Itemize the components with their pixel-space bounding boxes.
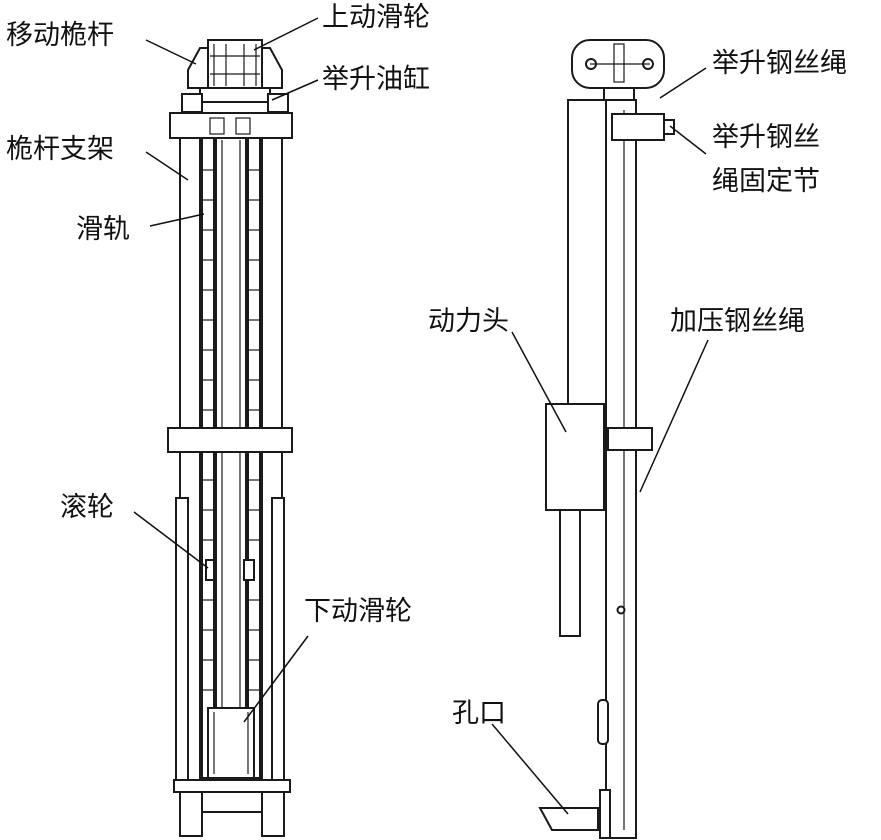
label-upper-pulley: 上动滑轮: [322, 2, 430, 33]
labels: 移动桅杆 上动滑轮 举升油缸 桅杆支架 滑轨 滚轮 下动滑轮 举升钢丝绳 举升钢…: [6, 2, 847, 729]
leader-lines: [133, 17, 709, 815]
lower-roller: [597, 699, 609, 745]
label-roller: 滚轮: [60, 492, 114, 523]
label-lower-pulley: 下动滑轮: [304, 596, 412, 627]
right-mast-upper: [567, 99, 609, 407]
inner-mast: [215, 137, 247, 779]
rope-fix-block: [611, 113, 665, 141]
label-lift-rope-fix-line2: 绳固定节: [712, 166, 820, 197]
slide-rail-left: [201, 137, 215, 779]
upper-pulley: [207, 39, 263, 91]
hole-mouth-plate: [538, 807, 599, 831]
pulley-base: [199, 87, 271, 103]
right-mast-main: [605, 99, 637, 839]
label-slide-rail: 滑轨: [76, 214, 130, 245]
drill-rod: [559, 509, 581, 637]
base-leg-right: [261, 791, 285, 837]
roller-left: [205, 559, 215, 581]
label-lift-rope-fix-line1: 举升钢丝: [712, 122, 820, 153]
roller-right: [243, 559, 255, 581]
rail-ticks: [202, 169, 260, 691]
base-leg-left: [179, 791, 203, 837]
left-mast-view: [167, 39, 293, 837]
label-lift-cylinder: 举升油缸: [322, 64, 430, 95]
base-bar: [173, 779, 291, 793]
right-mast-view: [538, 39, 675, 839]
label-press-wire-rope: 加压钢丝绳: [670, 306, 805, 337]
slide-rail-right: [247, 137, 261, 779]
bracket-top-bar: [169, 112, 293, 139]
label-lift-wire-rope: 举升钢丝绳: [712, 48, 847, 79]
bracket-mid-bar: [167, 427, 293, 453]
lift-cylinder-left: [181, 93, 203, 113]
power-head: [545, 403, 605, 511]
side-plate-right: [271, 497, 285, 781]
side-plate-left: [175, 497, 189, 781]
label-power-head: 动力头: [428, 306, 509, 337]
label-mast-bracket: 桅杆支架: [6, 134, 114, 165]
mast-clamp: [607, 427, 653, 451]
label-mast-mobile: 移动桅杆: [6, 20, 114, 51]
label-hole-mouth: 孔口: [452, 698, 506, 729]
